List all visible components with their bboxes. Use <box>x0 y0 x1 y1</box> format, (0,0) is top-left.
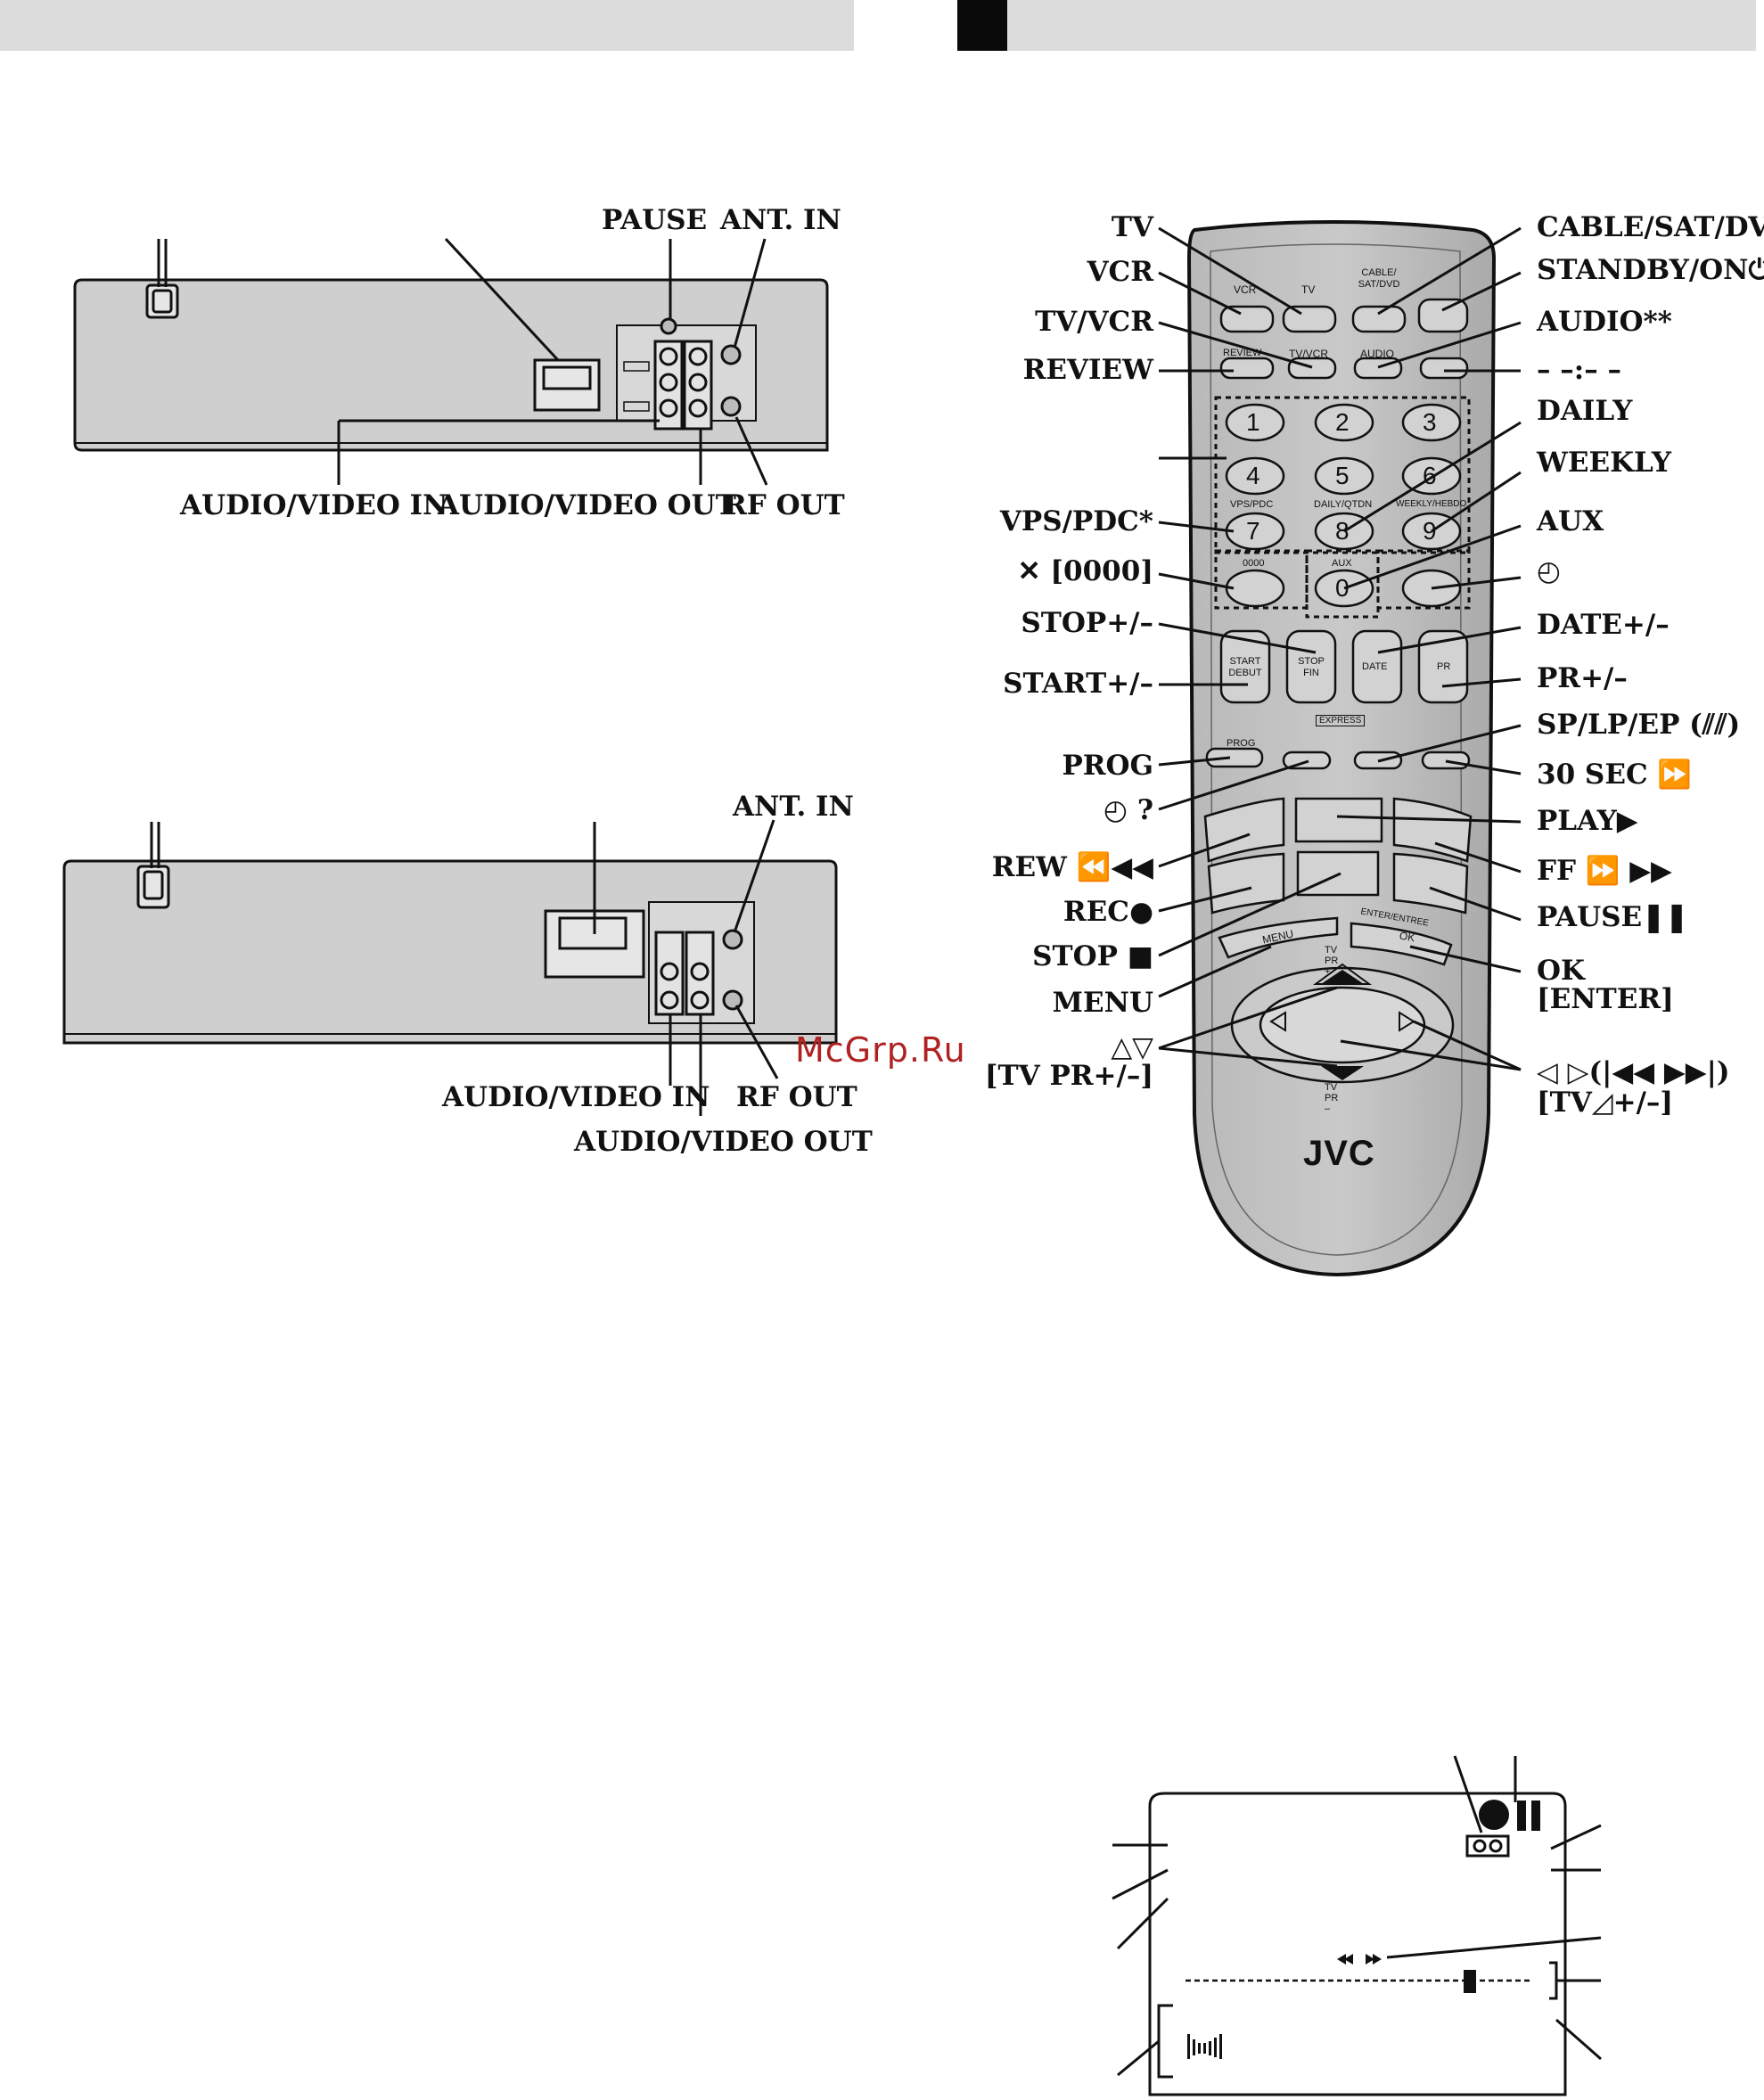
label-vcr: VCR <box>1087 256 1154 288</box>
label-ff: FF ⏩ ▶▶ <box>1537 855 1672 887</box>
key-6: 6 <box>1423 462 1437 489</box>
label-rec: REC● <box>1063 896 1153 928</box>
watermark: McGrp.Ru <box>795 1030 966 1070</box>
key-vps-pdc: VPS/PDC <box>1230 499 1274 510</box>
key-date: DATE <box>1362 661 1388 672</box>
label-av-in: AUDIO/VIDEO IN <box>180 489 448 521</box>
label-ant-in: ANT. IN <box>720 204 841 236</box>
label-cable-sat-dvd: CABLE/SAT/DVD <box>1537 211 1764 243</box>
label-tv-vcr: TV/VCR <box>1035 306 1153 338</box>
section-number-block <box>957 0 1007 51</box>
label-prog: PROG <box>1062 750 1153 782</box>
label-ant-in-2: ANT. IN <box>733 791 854 823</box>
key-tv-pr-minus: TV PR – <box>1325 1082 1339 1114</box>
key-tv-vcr: TV/VCR <box>1289 348 1329 360</box>
key-audio: AUDIO <box>1360 348 1395 360</box>
key-review: REVIEW <box>1223 348 1262 358</box>
label-tv-volume: [TV◿+/–] <box>1537 1087 1674 1119</box>
label-play: PLAY▶ <box>1537 805 1638 837</box>
key-8: 8 <box>1335 517 1350 545</box>
key-menu: MENU <box>1260 927 1295 947</box>
key-5: 5 <box>1335 462 1350 489</box>
key-express: EXPRESS <box>1316 715 1366 726</box>
label-av-out: AUDIO/VIDEO OUT <box>438 489 736 521</box>
label-rew: REW ⏪◀◀ <box>991 851 1153 883</box>
key-start-debut: START DEBUT <box>1228 656 1262 678</box>
label-date-plus-minus: DATE+/– <box>1537 609 1670 641</box>
key-tv: TV <box>1301 283 1316 296</box>
label-aux: AUX <box>1537 505 1604 537</box>
label-start-plus-minus: START+/– <box>1003 668 1153 700</box>
label-speed: SP/LP/EP (⫽⫽) <box>1537 709 1741 741</box>
label-vps-pdc: VPS/PDC* <box>999 505 1153 537</box>
label-daily: DAILY <box>1537 395 1633 427</box>
label-pr-plus-minus: PR+/– <box>1537 662 1628 694</box>
key-enter-entree: ENTER/ENTREE <box>1359 906 1430 929</box>
label-cancel-0000: ✕ [0000] <box>1017 555 1153 587</box>
key-daily-qtdn: DAILY/QTDN <box>1314 499 1373 510</box>
label-rf-out-2: RF OUT <box>736 1081 857 1113</box>
key-3: 3 <box>1423 408 1437 436</box>
label-ok: OK <box>1537 955 1585 987</box>
label-timer-query: ◴ ? <box>1103 794 1153 826</box>
key-pr: PR <box>1437 661 1451 672</box>
label-pause: PAUSE <box>602 204 708 236</box>
label-left-right-arrows: ◁ ▷(|◀◀ ▶▶|) <box>1537 1056 1730 1088</box>
key-ok: OK <box>1398 929 1416 945</box>
label-rf-out: RF OUT <box>724 489 845 521</box>
label-tv-pr-arrows: △▽ <box>1111 1031 1153 1063</box>
key-vcr: VCR <box>1234 283 1257 296</box>
label-av-out-2: AUDIO/VIDEO OUT <box>574 1126 873 1158</box>
label-menu: MENU <box>1052 987 1153 1019</box>
key-aux: AUX <box>1332 558 1352 569</box>
remote-brand-logo: JVC <box>1303 1134 1375 1173</box>
key-9: 9 <box>1423 517 1437 545</box>
label-av-in-2: AUDIO/VIDEO IN <box>442 1081 710 1113</box>
label-30-sec: 30 SEC ⏩ <box>1537 759 1693 791</box>
label-audio: AUDIO** <box>1537 306 1672 338</box>
section-header-bar-right <box>1007 0 1756 51</box>
key-prog: PROG <box>1227 738 1256 749</box>
label-tv-pr: [TV PR+/–] <box>984 1060 1153 1092</box>
key-weekly-hebdo: WEEKLY/HEBDO <box>1396 499 1467 509</box>
key-1: 1 <box>1246 408 1260 436</box>
key-stop-fin: STOP FIN <box>1298 656 1325 678</box>
key-cable: CABLE/ SAT/DVD <box>1358 267 1400 290</box>
label-stop: STOP ■ <box>1032 940 1153 972</box>
key-tv-pr-plus: TV PR + <box>1325 945 1339 977</box>
key-2: 2 <box>1335 408 1350 436</box>
label-standby-on: STANDBY/ON⏻/I <box>1537 254 1764 286</box>
key-0000: 0000 <box>1243 558 1265 569</box>
label-pause: PAUSE❚❚ <box>1537 901 1689 933</box>
label-stop-plus-minus: STOP+/– <box>1021 607 1153 639</box>
key-7: 7 <box>1246 517 1260 545</box>
label-timer: ◴ <box>1537 555 1562 587</box>
label-enter: [ENTER] <box>1537 983 1674 1015</box>
label-review: REVIEW <box>1022 354 1153 386</box>
label-dash-time: – –:– – <box>1537 354 1622 386</box>
key-0: 0 <box>1335 574 1350 602</box>
label-weekly: WEEKLY <box>1537 447 1671 479</box>
section-header-bar-left <box>0 0 854 51</box>
label-tv: TV <box>1111 211 1153 243</box>
key-4: 4 <box>1246 462 1260 489</box>
